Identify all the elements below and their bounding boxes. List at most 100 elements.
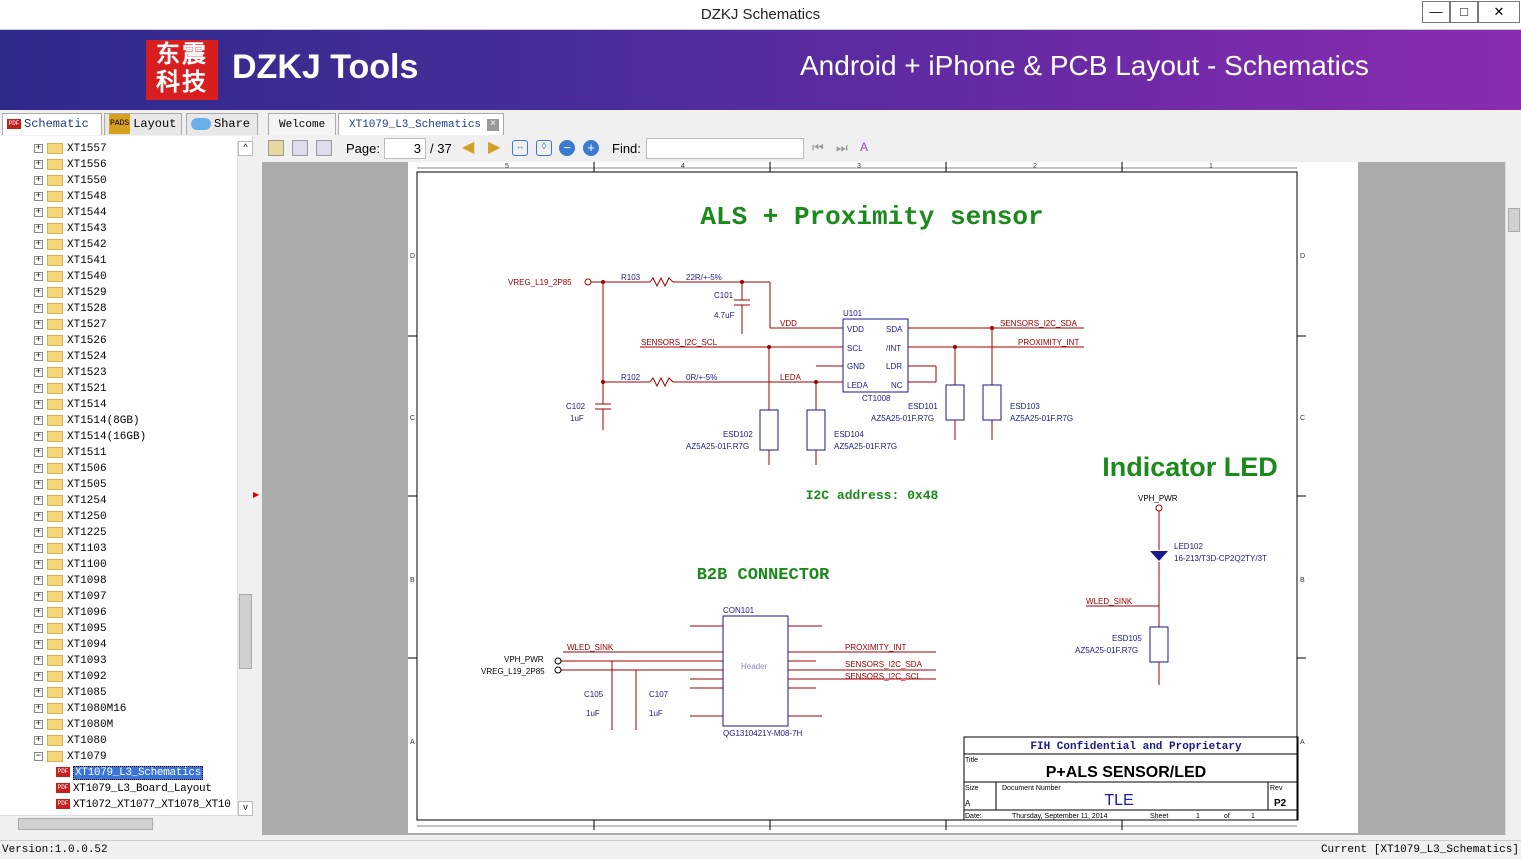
expand-icon[interactable]: + [34,206,43,217]
expand-icon[interactable]: + [34,414,43,425]
expand-icon[interactable]: + [34,734,43,745]
expand-icon[interactable]: + [34,398,43,409]
page-number-input[interactable]: 3 [384,138,426,159]
expand-icon[interactable]: + [34,430,43,441]
expand-icon[interactable]: + [34,238,43,249]
expand-icon[interactable]: + [34,334,43,345]
fit-width-icon[interactable]: ↔ [512,140,528,156]
tree-item[interactable]: +XT1511 [34,445,107,461]
scroll-up-arrow[interactable]: ^ [238,141,253,156]
tree-item[interactable]: +XT1250 [34,509,107,525]
tab-welcome[interactable]: Welcome [268,113,337,135]
expand-icon[interactable]: + [34,590,43,601]
expand-icon[interactable]: + [34,142,43,153]
find-prev-icon[interactable]: ⏮ [812,140,824,155]
expand-icon[interactable]: + [34,542,43,553]
expand-icon[interactable]: + [34,574,43,585]
expand-icon[interactable]: + [34,510,43,521]
tree-item[interactable]: +XT1505 [34,477,107,493]
tree-item[interactable]: +XT1542 [34,237,107,253]
prev-page-icon[interactable]: ◀ [462,139,475,156]
fit-page-icon[interactable]: ◊ [536,140,552,156]
tree-item[interactable]: +XT1225 [34,525,107,541]
tree-item[interactable]: +XT1103 [34,541,107,557]
highlight-icon[interactable]: A [860,140,869,154]
tree-item[interactable]: +XT1097 [34,589,107,605]
tree-item[interactable]: +XT1543 [34,221,107,237]
expand-icon[interactable]: + [34,254,43,265]
scroll-thumb[interactable] [1508,208,1520,232]
rotate-right-icon[interactable] [316,140,332,156]
expand-icon[interactable]: + [34,174,43,185]
tree-item[interactable]: −XT1079 [34,749,107,765]
close-button[interactable]: ✕ [1478,1,1520,23]
scroll-down-arrow[interactable]: v [238,801,253,816]
expand-icon[interactable]: + [34,302,43,313]
tree-item[interactable]: +XT1556 [34,157,107,173]
rotate-left-icon[interactable] [292,140,308,156]
tree-item[interactable]: +XT1080 [34,733,107,749]
zoom-out-icon[interactable]: − [559,140,575,156]
expand-icon[interactable]: + [34,718,43,729]
expand-icon[interactable]: + [34,606,43,617]
expand-icon[interactable]: + [34,318,43,329]
tree-item[interactable]: +XT1526 [34,333,107,349]
find-next-icon[interactable]: ⏭ [836,140,848,155]
expand-icon[interactable]: + [34,670,43,681]
tree-item[interactable]: +XT1528 [34,301,107,317]
tree-item[interactable]: +XT1548 [34,189,107,205]
tree-item[interactable]: +XT1506 [34,461,107,477]
tree-item[interactable]: +XT1523 [34,365,107,381]
expand-icon[interactable]: + [34,622,43,633]
minimize-button[interactable]: — [1422,1,1450,23]
tree-item[interactable]: +XT1521 [34,381,107,397]
tree-item[interactable]: +XT1514(16GB) [34,429,146,445]
collapse-icon[interactable]: − [34,750,43,761]
tree-item[interactable]: +XT1093 [34,653,107,669]
tree-item[interactable]: +XT1096 [34,605,107,621]
tree-item[interactable]: +XT1529 [34,285,107,301]
tree-horizontal-scrollbar[interactable] [0,815,237,832]
expand-icon[interactable]: + [34,494,43,505]
zoom-in-icon[interactable]: + [583,140,599,156]
expand-icon[interactable]: + [34,654,43,665]
find-input[interactable] [646,138,804,159]
copy-icon[interactable] [268,140,284,156]
expand-icon[interactable]: + [34,526,43,537]
scroll-thumb[interactable] [239,594,252,669]
tree-item[interactable]: +XT1095 [34,621,107,637]
tree-item[interactable]: +XT1100 [34,557,107,573]
tree-item[interactable]: +XT1527 [34,317,107,333]
tree-item[interactable]: +XT1540 [34,269,107,285]
expand-icon[interactable]: + [34,190,43,201]
expand-icon[interactable]: + [34,366,43,377]
tree-item[interactable]: +XT1544 [34,205,107,221]
tree-item[interactable]: +XT1092 [34,669,107,685]
splitter-arrow-icon[interactable]: ▶ [253,490,260,499]
tree-item[interactable]: +XT1080M16 [34,701,126,717]
maximize-button[interactable]: □ [1450,1,1478,23]
tree-item[interactable]: +XT1085 [34,685,107,701]
expand-icon[interactable]: + [34,638,43,649]
next-page-icon[interactable]: ▶ [488,139,501,156]
tree-item[interactable]: +XT1254 [34,493,107,509]
tree-item[interactable]: +XT1541 [34,253,107,269]
tree-item[interactable]: +XT1094 [34,637,107,653]
tab-xt1079-schematics[interactable]: XT1079_L3_Schematics× [338,113,505,135]
tree-item[interactable]: +XT1080M [34,717,113,733]
expand-icon[interactable]: + [34,158,43,169]
tree-item[interactable]: +XT1514(8GB) [34,413,140,429]
tree-item[interactable]: +XT1550 [34,173,107,189]
expand-icon[interactable]: + [34,286,43,297]
close-tab-icon[interactable]: × [487,119,500,131]
tree-item[interactable]: +XT1098 [34,573,107,589]
tree-vertical-scrollbar[interactable]: ^ v [237,141,253,816]
expand-icon[interactable]: + [34,350,43,361]
tree-item[interactable]: +XT1524 [34,349,107,365]
scroll-thumb[interactable] [18,818,153,830]
expand-icon[interactable]: + [34,478,43,489]
expand-icon[interactable]: + [34,558,43,569]
